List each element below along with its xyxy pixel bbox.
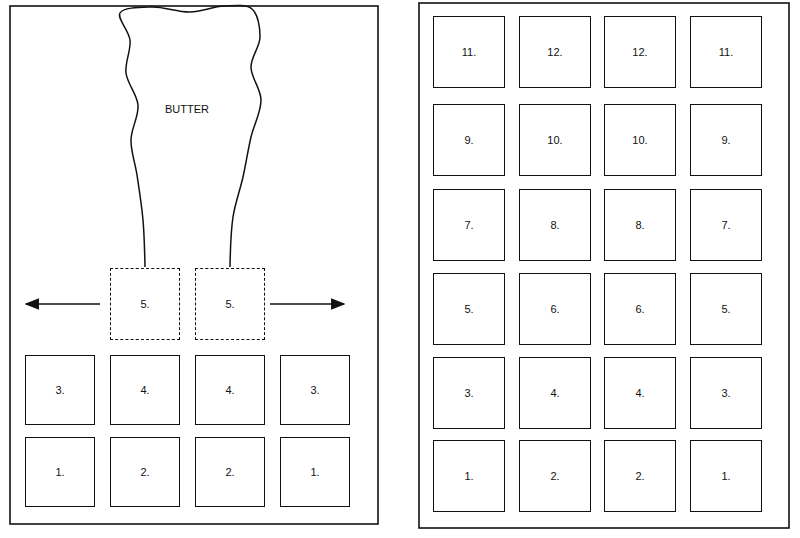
pat-square: 11. [690,16,762,88]
pat-square: 4. [519,357,591,429]
pat-square: 2. [195,437,265,507]
dashed-square: 5. [195,268,265,340]
pat-square: 3. [690,357,762,429]
square-number: 10. [632,134,647,146]
spread-arrow [26,303,100,305]
right-panel [419,3,789,528]
square-number: 1. [55,466,64,478]
pat-square: 9. [433,104,505,176]
pat-square: 1. [280,437,350,507]
square-number: 7. [464,219,473,231]
pat-square: 2. [519,440,591,512]
shape-label: BUTTER [112,103,262,115]
square-number: 7. [721,219,730,231]
pat-square: 10. [604,104,676,176]
pat-square: 3. [25,355,95,425]
pat-square: 9. [690,104,762,176]
square-number: 12. [632,46,647,58]
square-number: 4. [635,387,644,399]
pat-square: 11. [433,16,505,88]
square-number: 3. [721,387,730,399]
square-number: 9. [721,134,730,146]
square-number: 2. [140,466,149,478]
pat-square: 6. [519,273,591,345]
pat-square: 1. [25,437,95,507]
pat-square: 1. [690,440,762,512]
square-number: 11. [462,46,476,58]
square-number: 3. [55,384,64,396]
pat-square: 1. [433,440,505,512]
pat-square: 8. [604,189,676,261]
left-panel [10,6,378,524]
square-number: 2. [635,470,644,482]
square-number: 2. [225,466,234,478]
dashed-square: 5. [110,268,180,340]
pat-square: 12. [519,16,591,88]
square-number: 12. [547,46,562,58]
square-number: 3. [310,384,319,396]
square-number: 6. [550,303,559,315]
pat-square: 4. [604,357,676,429]
butter-shape: BUTTER [112,5,262,267]
square-number: 1. [721,470,730,482]
square-number: 4. [140,384,149,396]
pat-square: 6. [604,273,676,345]
pat-square: 7. [690,189,762,261]
butter-outline-path [119,5,261,267]
pat-square: 4. [195,355,265,425]
square-number: 5. [140,298,149,310]
square-number: 8. [550,219,559,231]
pat-square: 3. [433,357,505,429]
pat-square: 3. [280,355,350,425]
square-number: 8. [635,219,644,231]
square-number: 11. [719,46,733,58]
spread-arrow [270,303,344,305]
pat-square: 7. [433,189,505,261]
pat-square: 5. [690,273,762,345]
square-number: 5. [225,298,234,310]
square-number: 4. [225,384,234,396]
pat-square: 12. [604,16,676,88]
pat-square: 2. [110,437,180,507]
pat-square: 5. [433,273,505,345]
square-number: 6. [635,303,644,315]
square-number: 5. [721,303,730,315]
square-number: 1. [464,470,473,482]
square-number: 4. [550,387,559,399]
square-number: 10. [547,134,562,146]
square-number: 9. [464,134,473,146]
square-number: 1. [310,466,319,478]
pat-square: 4. [110,355,180,425]
pat-square: 2. [604,440,676,512]
square-number: 5. [464,303,473,315]
pat-square: 10. [519,104,591,176]
pat-square: 8. [519,189,591,261]
square-number: 2. [550,470,559,482]
butter-outline [112,5,262,267]
square-number: 3. [464,387,473,399]
